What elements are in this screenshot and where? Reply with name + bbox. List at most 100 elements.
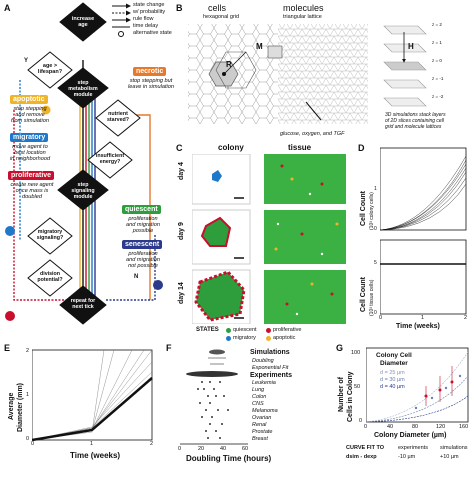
legend-rule-flow: rule flow (133, 16, 154, 22)
f-exp-cns: CNS (252, 401, 264, 407)
state-proliferative-desc3: doubled (22, 194, 42, 200)
e-xlabel: Time (weeks) (70, 451, 121, 460)
g-curve-experiments: experiments (398, 445, 428, 451)
state-quiescent-desc1: proliferation (128, 216, 158, 222)
b-z-label-3: z = 2 (432, 22, 442, 27)
f-exp-prostate: Prostate (252, 429, 273, 435)
flow-step-metabolism: step metabolism module (68, 80, 98, 98)
e-ytick-2: 2 (26, 348, 30, 354)
c-state-migratory-dot (226, 336, 231, 341)
c-state-quiescent: quiescent (233, 327, 257, 333)
g-xlabel: Colony Diameter (µm) (374, 432, 447, 439)
g-diff-minus: -10 µm (398, 454, 416, 460)
f-xlabel: Doubling Time (hours) (186, 454, 272, 463)
b-stack-caption-2: of 2D slices containing cell (385, 118, 444, 124)
e-ylabel-1: Average (8, 392, 15, 420)
state-proliferative-desc2: once mass is (15, 188, 49, 194)
f-exp-title: Experiments (250, 372, 293, 379)
d-xtick-0: 0 (379, 315, 383, 321)
flow-step-signaling: step signaling module (71, 182, 95, 200)
legend-state-change: state change (133, 2, 165, 8)
c-state-quiescent-dot (226, 328, 231, 333)
g-ytick-50: 50 (354, 384, 361, 390)
g-curve-title: CURVE FIT TO (346, 445, 384, 451)
b-r-label: R (226, 60, 232, 69)
g-ytick-0: 0 (359, 418, 363, 424)
d-ylabel-top-unit: (10³ colony cells) (369, 192, 375, 230)
b-z-label-1: z = 0 (432, 58, 442, 63)
b-stack-caption-3: grid and molecule lattices (385, 124, 442, 130)
state-quiescent-tag: quiescent (122, 205, 161, 214)
c-colony-title: colony (218, 143, 244, 152)
state-proliferative-tag: proliferative (8, 171, 55, 180)
d-ytick-top-0: 0 (374, 226, 377, 232)
b-z-label-5: z = -2 (432, 94, 444, 99)
f-xtick-0: 0 (178, 446, 182, 452)
g-curve-simulations: simulations (440, 445, 468, 451)
b-m-label: M (256, 42, 263, 51)
state-apoptotic-desc1: stop stepping (13, 106, 47, 112)
panel-d-plots (380, 147, 467, 315)
flow-repeat: repeat for next tick (70, 298, 96, 310)
c-state-proliferative-dot (266, 328, 271, 333)
g-ylabel-1: Number of (338, 377, 345, 412)
legend-alternative-state: alternative state (133, 30, 172, 36)
state-apoptotic-desc2: and remove (15, 112, 45, 118)
f-sim-doubling: Doubling (252, 358, 274, 364)
g-legend-25: d = 25 µm (380, 370, 405, 376)
b-cells-title: cells (208, 3, 227, 13)
b-stack-caption-1: 3D simulations stack layers (385, 112, 446, 118)
b-molecules-sub: triangular lattice (283, 14, 322, 20)
c-day-14: day 14 (178, 282, 185, 304)
legend-time-delay: time delay (133, 23, 159, 29)
flow-insufficient-energy: insufficient energy? (95, 153, 125, 165)
panel-b-grids (188, 24, 427, 124)
f-exp-renal: Renal (252, 422, 267, 428)
c-day-9: day 9 (178, 222, 185, 240)
g-diff-plus: +10 µm (440, 454, 459, 460)
state-apoptotic-tag: apoptotic (10, 95, 48, 104)
c-state-apoptotic-dot (266, 336, 271, 341)
g-legend-40: d = 40 µm (380, 384, 405, 390)
f-exp-melanoma: Melanoma (252, 408, 278, 414)
state-necrotic-tag: necrotic (133, 67, 167, 76)
b-z-label-4: z = -1 (432, 76, 444, 81)
b-h-label: H (408, 42, 414, 51)
state-migratory-desc1: move agent to (12, 144, 48, 150)
g-legend-title-2: Diameter (380, 360, 408, 367)
e-ylabel-2: Diameter (mm) (17, 382, 24, 432)
c-state-migratory: migratory (233, 335, 256, 341)
panel-d-label: D (358, 143, 365, 153)
state-quiescent-desc2: and migration (126, 222, 160, 228)
panel-g-label: G (336, 343, 344, 353)
e-xtick-2: 2 (150, 441, 154, 447)
state-quiescent-desc3: possible (132, 228, 154, 234)
d-ytick-top-1: 1 (374, 186, 377, 192)
flow-division-potential: division potential? (37, 271, 63, 283)
state-necrotic-desc1: stop stepping but (129, 78, 173, 84)
state-apoptotic-desc3: from simulation (11, 118, 49, 124)
state-senescent-desc2: and migration (126, 257, 160, 263)
flow-increase-age: increase age (71, 16, 95, 28)
e-ytick-0: 0 (26, 436, 30, 442)
b-z-label-2: z = 1 (432, 40, 442, 45)
state-senescent-desc3: not possible (128, 263, 158, 269)
panel-a-flowchart (5, 2, 163, 325)
g-xtick-120: 120 (436, 424, 446, 430)
state-migratory-desc3: in neighborhood (9, 156, 51, 162)
g-xtick-80: 80 (412, 424, 419, 430)
g-xtick-160: 160 (459, 424, 469, 430)
f-xtick-40: 40 (220, 446, 227, 452)
b-molecules-title: molecules (283, 3, 324, 13)
panel-e-plot (32, 349, 153, 442)
state-senescent-desc1: proliferation (128, 251, 158, 257)
g-legend-30: d = 30 µm (380, 377, 405, 383)
c-state-proliferative: proliferative (273, 327, 302, 333)
d-xlabel: Time (weeks) (396, 323, 440, 330)
f-exp-colon: Colon (252, 394, 267, 400)
b-cells-sub: hexagonal grid (203, 14, 240, 20)
e-xtick-1: 1 (90, 441, 94, 447)
e-ytick-1: 1 (26, 392, 30, 398)
g-xtick-40: 40 (387, 424, 394, 430)
d-xtick-1: 1 (421, 315, 425, 321)
